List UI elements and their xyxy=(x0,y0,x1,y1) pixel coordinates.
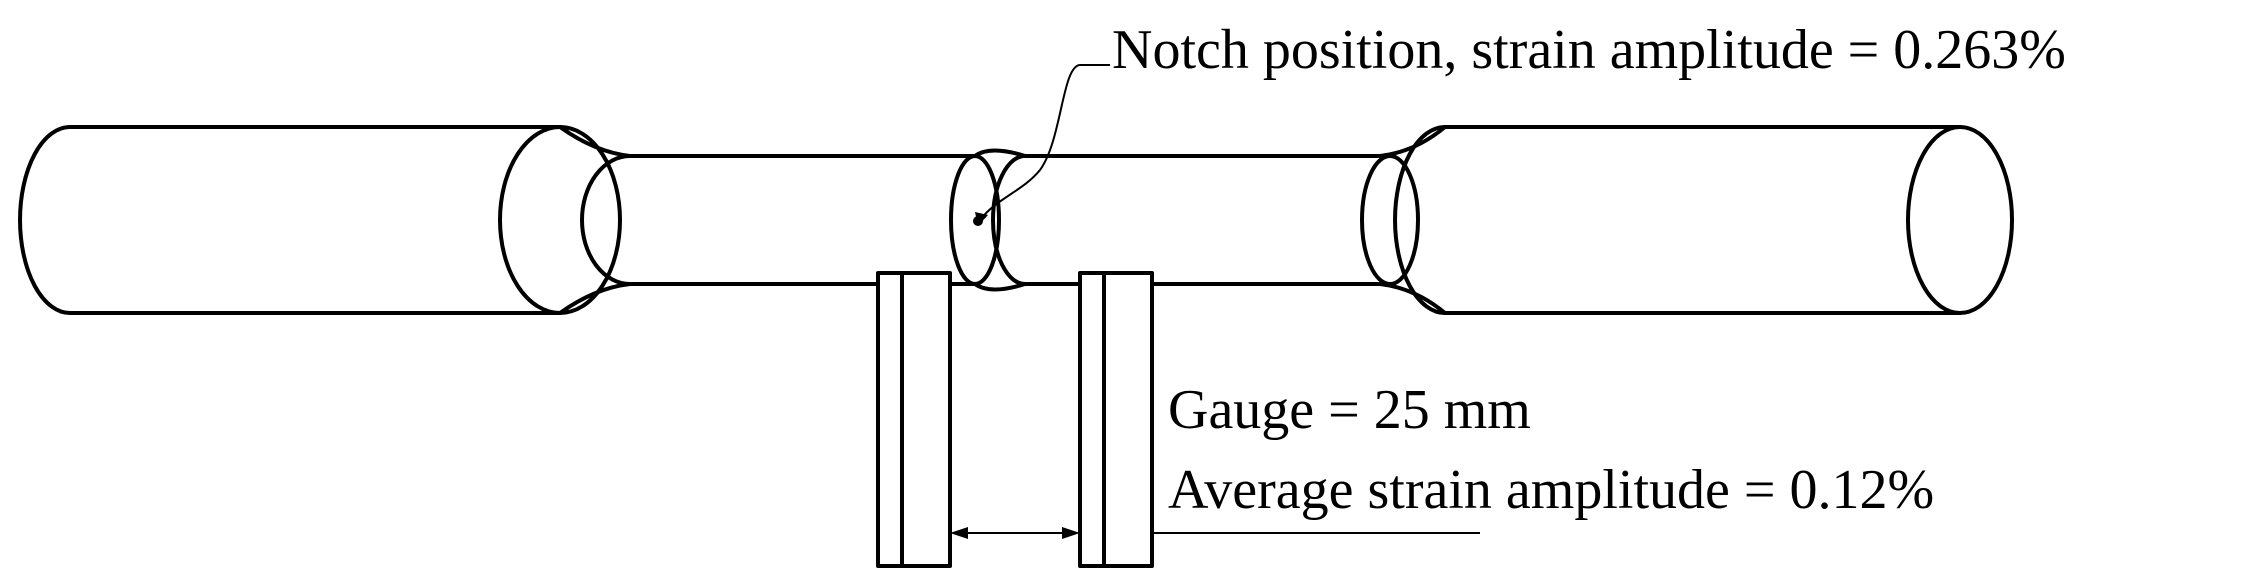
notch-point xyxy=(973,216,983,226)
left-shaft xyxy=(580,154,977,286)
right-shaft xyxy=(991,154,1382,286)
gauge-dimension-arrow xyxy=(950,527,1480,539)
extensometer-left-blade xyxy=(876,271,952,568)
gauge-label: Gauge = 25 mm xyxy=(1168,379,1531,441)
extensometer-right-blade xyxy=(1078,271,1154,568)
notch xyxy=(949,148,1027,292)
average-strain-label: Average strain amplitude = 0.12% xyxy=(1168,459,1934,521)
right-grip xyxy=(1393,125,2014,315)
notch-label: Notch position, strain amplitude = 0.263… xyxy=(1112,19,2066,81)
left-grip xyxy=(18,125,622,315)
